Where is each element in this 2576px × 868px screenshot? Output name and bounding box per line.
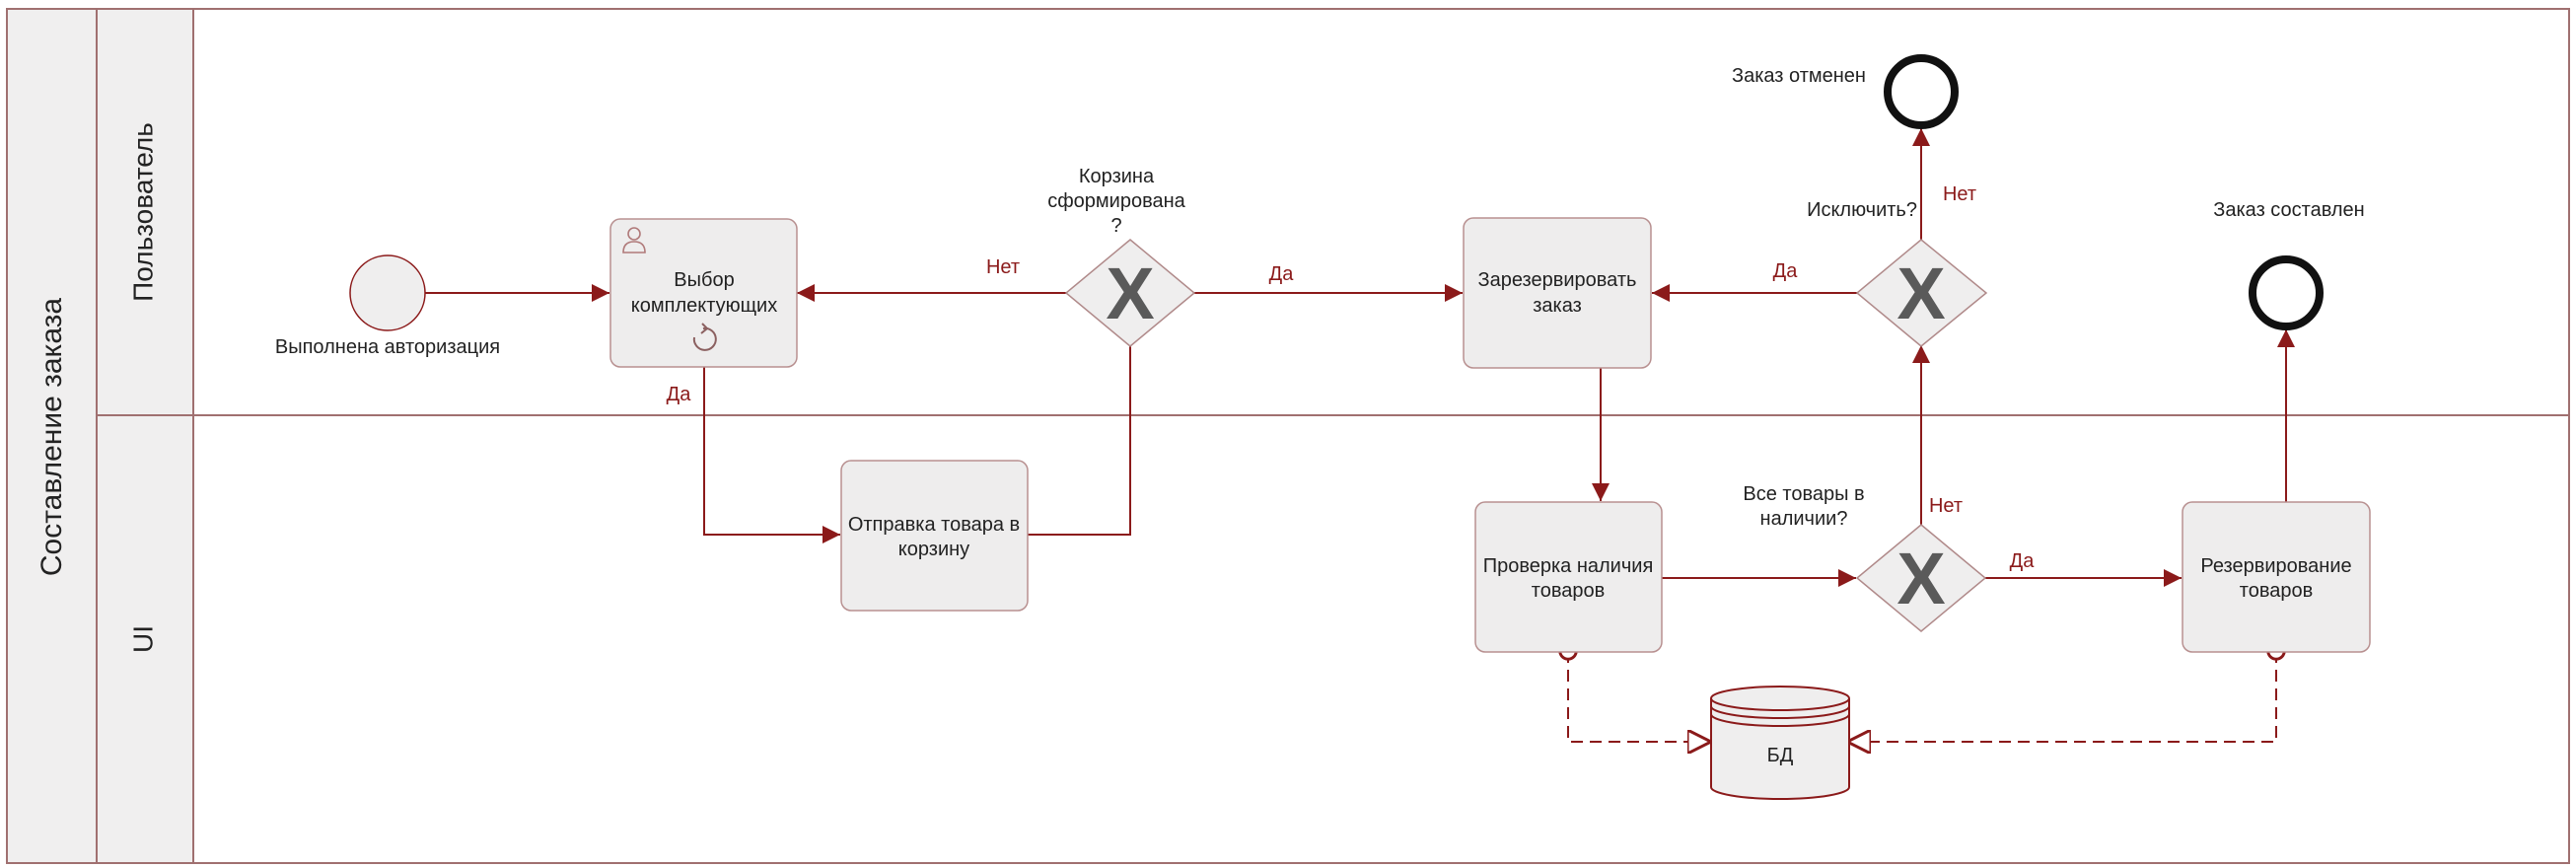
task-select-components[interactable]: Выбор комплектующих [609, 218, 798, 368]
gateway-exclude-label: Исключить? [1807, 199, 1917, 221]
association-check-db[interactable] [1568, 651, 1711, 742]
flow-label-stock-no: Нет [1929, 495, 1963, 517]
task-reserve-order-line-2: заказ [1533, 295, 1582, 317]
gateway-cart-label-2: сформирована [1047, 190, 1185, 212]
lane-label-user: Пользователь [127, 122, 158, 302]
gateway-cart-label-3: ? [1110, 215, 1121, 237]
end-event-composed[interactable]: Заказ составлен [2213, 199, 2365, 330]
flow-label-select-yes: Да [667, 384, 692, 405]
end-event-cancelled[interactable]: Заказ отменен [1732, 54, 1959, 129]
datastore-label: БД [1767, 745, 1794, 766]
gateway-exclude-symbol: X [1896, 253, 1945, 334]
lane-ui: UI [127, 625, 158, 653]
end-event-cancelled-label: Заказ отменен [1732, 65, 1866, 87]
gateway-all-in-stock[interactable]: X Все товары в наличии? [1743, 483, 1987, 632]
task-send-cart-line-1: Отправка товара в [848, 514, 1020, 536]
flows [425, 128, 2295, 742]
task-reserve-order-line-1: Зарезервировать [1478, 269, 1637, 291]
end-event-composed-label: Заказ составлен [2213, 199, 2364, 221]
start-event[interactable]: Выполнена авторизация [275, 254, 500, 358]
gateway-cart-label-1: Корзина [1079, 166, 1155, 187]
gateway-stock-label-1: Все товары в [1743, 483, 1864, 505]
task-select-line-2: комплектующих [631, 295, 777, 317]
task-check-stock-line-2: товаров [1532, 580, 1605, 602]
flow-sendcart-to-cart[interactable] [1027, 297, 1139, 536]
flow-label-exclude-yes: Да [1773, 260, 1799, 282]
task-check-stock-line-1: Проверка наличия [1483, 555, 1654, 577]
association-reserve-db[interactable] [1847, 651, 2276, 742]
start-event-label: Выполнена авторизация [275, 336, 500, 358]
task-send-to-cart[interactable]: Отправка товара в корзину [840, 460, 1029, 612]
task-reserve-order[interactable]: Зарезервировать заказ [1463, 217, 1652, 369]
task-reserve-goods[interactable]: Резервирование товаров [2182, 501, 2371, 653]
gateway-stock-symbol: X [1896, 538, 1945, 619]
flow-select-to-sendcart[interactable] [703, 365, 840, 543]
loop-icon [692, 323, 717, 351]
pool: Составление заказа [6, 8, 2570, 864]
task-reserve-goods-line-2: товаров [2240, 580, 2313, 602]
task-send-cart-line-2: корзину [898, 539, 969, 560]
datastore-db[interactable]: БД [1710, 686, 1850, 800]
flow-label-cart-no: Нет [986, 256, 1020, 278]
flow-label-stock-yes: Да [2010, 550, 2036, 572]
task-check-stock[interactable]: Проверка наличия товаров [1474, 501, 1663, 653]
lane-user: Пользователь [127, 122, 158, 302]
flow-labels: Нет Да Да Да Нет Нет Да [667, 183, 2036, 572]
user-task-icon [622, 227, 646, 253]
gateway-cart-formed[interactable]: X Корзина сформирована ? [1047, 166, 1196, 347]
task-reserve-goods-line-1: Резервирование [2200, 555, 2351, 577]
pool-label: Составление заказа [36, 298, 68, 577]
lane-label-ui: UI [127, 625, 158, 653]
task-select-line-1: Выбор [674, 269, 734, 291]
gateway-stock-label-2: наличии? [1760, 508, 1848, 530]
gateway-cart-symbol: X [1106, 253, 1154, 334]
flow-label-exclude-no: Нет [1943, 183, 1976, 205]
gateway-exclude[interactable]: X Исключить? [1807, 199, 1988, 347]
flow-label-cart-yes: Да [1269, 263, 1295, 285]
